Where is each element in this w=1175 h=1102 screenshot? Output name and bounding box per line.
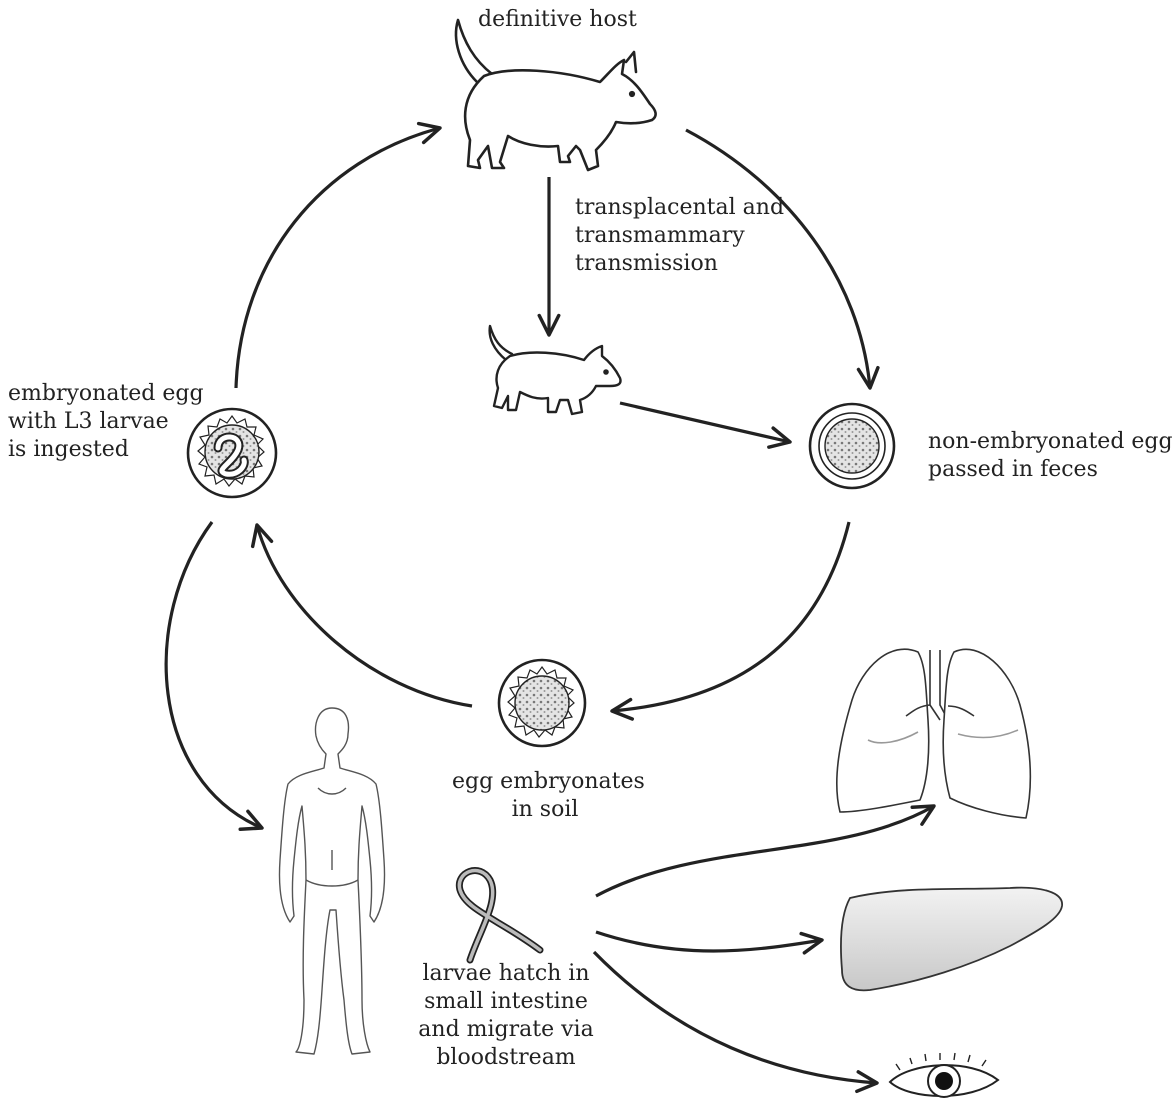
arrow-ingested-to-host: [236, 128, 440, 388]
soil-egg-icon: [499, 660, 585, 746]
arrow-puppy-to-egg: [620, 403, 790, 442]
eye-icon: [890, 1053, 998, 1097]
label-non-embryonated-egg: non-embryonated egg passed in feces: [928, 428, 1173, 484]
lungs-icon: [837, 649, 1030, 818]
arrow-ingested-to-human: [166, 522, 262, 828]
arrow-to-lungs: [596, 806, 934, 896]
larva-icon: [459, 871, 540, 960]
label-soil: egg embryonates in soil: [452, 768, 638, 824]
label-embryonated-egg: embryonated egg with L3 larvae is ingest…: [8, 380, 204, 464]
non-embryonated-egg-icon: [810, 404, 894, 488]
dog-icon: [456, 20, 656, 170]
label-larvae-migrate: larvae hatch in small intestine and migr…: [398, 960, 614, 1072]
arrow-to-liver: [596, 932, 822, 951]
arrow-to-eye: [594, 952, 877, 1083]
label-transmission: transplacental and transmammary transmis…: [575, 194, 784, 278]
label-definitive-host: definitive host: [478, 6, 637, 34]
arrow-feces-to-soil: [612, 522, 849, 711]
human-figure-icon: [279, 708, 384, 1054]
arrow-soil-to-ingested: [257, 525, 472, 706]
puppy-icon: [490, 326, 621, 414]
liver-icon: [841, 888, 1062, 991]
